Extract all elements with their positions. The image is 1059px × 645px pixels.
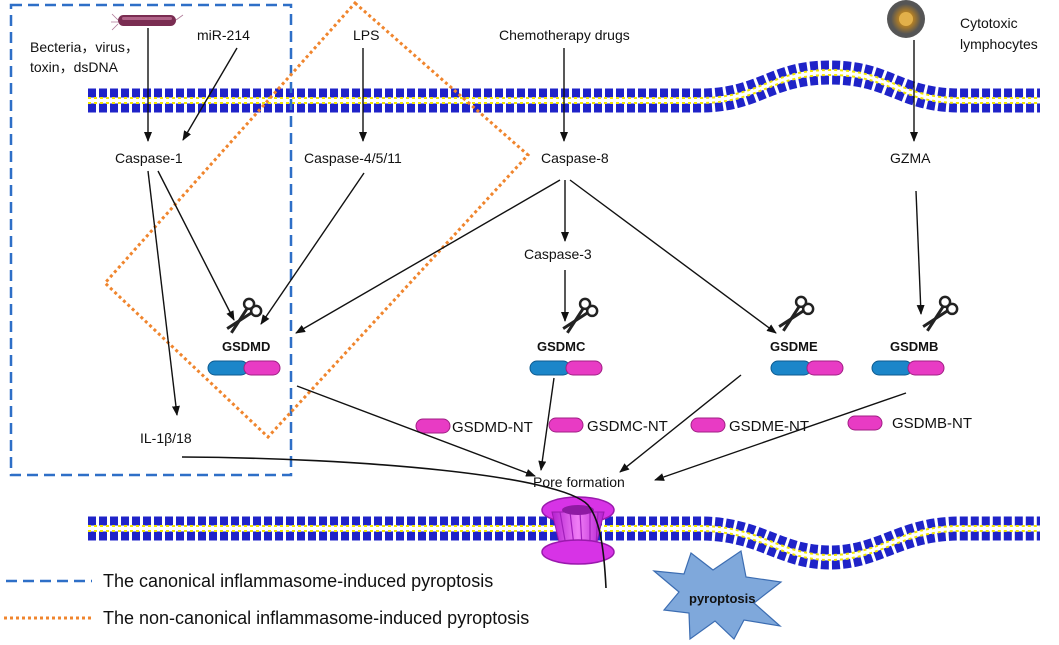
noncanonical-region-diamond: [102, 0, 531, 440]
legend-canonical-label: The canonical inflammasome-induced pyrop…: [103, 571, 493, 591]
gsdmb-nt-label: GSDMB-NT: [892, 415, 972, 432]
pore-complex: [541, 496, 615, 565]
scissors-icon: [562, 297, 599, 334]
gsdmd-nt-label: GSDMD-NT: [452, 419, 533, 436]
stimulus-bacteria-label-2: toxin，dsDNA: [30, 59, 119, 75]
cell-membrane-top: [88, 60, 1040, 113]
caspase1-label: Caspase-1: [115, 150, 183, 166]
pathway-arrows: [144, 28, 925, 481]
gsdmc-nt-fragment: [548, 417, 584, 433]
caspase8-label: Caspase-8: [541, 150, 609, 166]
gzma-label: GZMA: [890, 150, 931, 166]
gsdmc-nt-label: GSDMC-NT: [587, 418, 668, 435]
scissors-icon: [922, 295, 959, 332]
gsdme-nt-label: GSDME-NT: [729, 418, 809, 435]
gsdme-label: GSDME: [770, 339, 818, 354]
gsdmc-label: GSDMC: [537, 339, 586, 354]
stimulus-chemo-label: Chemotherapy drugs: [499, 27, 630, 43]
scissors-icon: [226, 297, 263, 334]
gsdmb-nt-fragment: [847, 415, 883, 431]
stimulus-bacteria-label: Becteria，virus，: [30, 39, 139, 55]
gsdmd-protein: [207, 360, 281, 376]
pyroptosis-label: pyroptosis: [689, 591, 755, 606]
legend-noncanonical-label: The non-canonical inflammasome-induced p…: [103, 608, 529, 628]
stimulus-cytotoxic-label-2: lymphocytes: [960, 36, 1038, 52]
stimulus-lps-label: LPS: [353, 27, 379, 43]
cell-membrane-bottom: [88, 516, 1040, 570]
gsdmc-protein: [529, 360, 603, 376]
canonical-region-box: [9, 3, 293, 477]
gsdmd-label: GSDMD: [222, 339, 270, 354]
gsdmb-label: GSDMB: [890, 339, 938, 354]
stimulus-cytotoxic-label: Cytotoxic: [960, 15, 1018, 31]
pyroptosis-burst-shape: [652, 549, 783, 641]
gsdme-protein: [770, 360, 844, 376]
caspase4511-label: Caspase-4/5/11: [304, 150, 402, 166]
il-release-path: [181, 456, 607, 589]
stimulus-mir214-label: miR-214: [197, 27, 250, 43]
legend: The canonical inflammasome-induced pyrop…: [4, 571, 529, 628]
pore-formation-label: Pore formation: [533, 474, 625, 490]
gsdmb-protein: [871, 360, 945, 376]
gsdmd-nt-fragment: [415, 418, 451, 434]
lymphocyte-icon: [887, 0, 925, 38]
bacterium-icon: [111, 13, 184, 31]
gsdme-nt-fragment: [690, 417, 726, 433]
caspase3-label: Caspase-3: [524, 246, 592, 262]
il1b18-label: IL-1β/18: [140, 430, 192, 446]
scissors-icon: [778, 295, 815, 332]
